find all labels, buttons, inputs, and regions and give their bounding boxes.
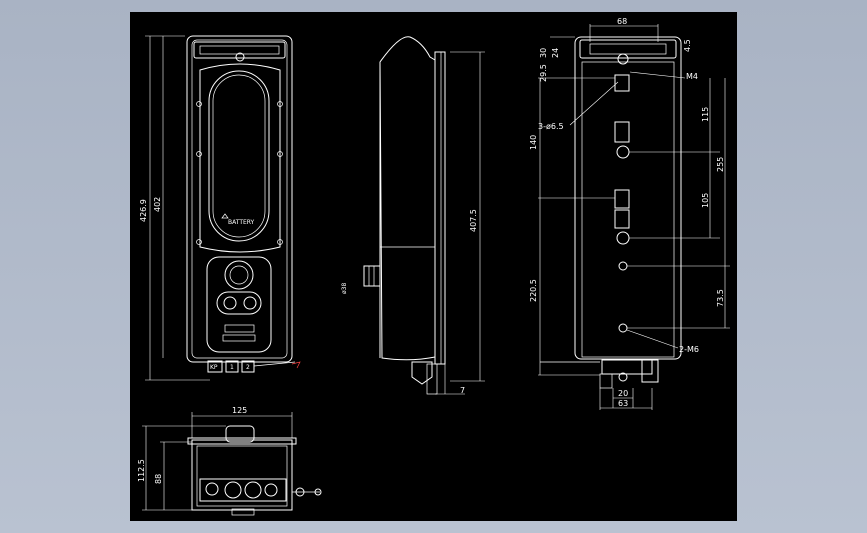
dim-bottom-112-5: 112.5 <box>137 459 146 482</box>
front-body-inner <box>191 39 288 359</box>
front-screw <box>196 151 202 157</box>
emergency-stop-cap <box>229 265 249 285</box>
bottom-foot <box>231 508 255 516</box>
front-button-pad <box>216 291 262 315</box>
dim-rear-24: 24 <box>551 48 560 58</box>
dim-side-height: 407.5 <box>469 209 478 232</box>
dim-rear-140: 140 <box>529 135 538 150</box>
dim-rear-top-width: 68 <box>617 17 627 26</box>
rear-bottom-block <box>601 359 653 375</box>
front-control-panel <box>206 256 272 353</box>
rear-mount-1 <box>614 74 630 92</box>
bottom-gland-1 <box>205 482 219 496</box>
leader-m6 <box>626 329 679 349</box>
leader-m4 <box>629 71 686 79</box>
side-view: ø38 407.5 7 <box>341 36 485 395</box>
terminal-kp <box>207 360 223 373</box>
front-screw <box>196 101 202 107</box>
emergency-stop-button <box>224 260 254 290</box>
rear-hole-3 <box>616 231 630 245</box>
dim-rear-255: 255 <box>716 157 725 172</box>
front-handle-slot <box>199 45 280 55</box>
bottom-estop <box>225 425 255 443</box>
rear-foot <box>599 373 613 389</box>
terminal-1 <box>225 360 239 373</box>
side-body-outline <box>379 36 436 361</box>
start-button <box>223 296 237 310</box>
side-bracket <box>426 363 438 395</box>
bottom-body-outline <box>191 439 293 511</box>
cable-end <box>291 361 301 369</box>
rear-m6-hole-2 <box>618 323 628 333</box>
dim-front-body-height: 402 <box>153 197 162 212</box>
drawing-canvas: BATTERY KP 1 2 426.9 402 <box>130 12 737 521</box>
bottom-gland-4 <box>264 483 278 497</box>
front-screw <box>277 151 283 157</box>
dim-rear-30: 30 <box>539 48 548 58</box>
terminal-1-label: 1 <box>230 364 234 371</box>
dim-rear-220-5: 220.5 <box>529 279 538 302</box>
rear-mount-2 <box>614 121 630 143</box>
side-foot <box>411 361 433 385</box>
dim-rear-20: 20 <box>618 389 628 398</box>
rear-hole-2 <box>616 145 630 159</box>
front-nameplate <box>224 324 255 333</box>
rear-mount-3 <box>614 189 630 209</box>
dim-rear-115: 115 <box>701 107 710 122</box>
leader-holes <box>569 81 619 126</box>
front-brand-plate <box>222 334 256 342</box>
dim-bottom-88: 88 <box>154 474 163 484</box>
stop-button <box>243 296 257 310</box>
dim-rear-4-5: 4.5 <box>683 39 692 52</box>
terminal-2-label: 2 <box>246 364 250 371</box>
rear-gland <box>641 359 659 383</box>
rear-view: 68 30 24 29.5 4.5 M4 3-ø6.5 140 220.5 11… <box>529 17 730 410</box>
rear-body-inner <box>581 61 675 358</box>
cable-gland <box>363 265 381 287</box>
dim-bottom-width: 125 <box>232 406 247 415</box>
front-handle <box>193 41 286 59</box>
terminal-kp-label: KP <box>210 364 218 371</box>
dim-rear-m6: 2-M6 <box>679 345 699 354</box>
front-screw <box>277 239 283 245</box>
dim-foot: 7 <box>460 386 465 395</box>
front-oval-window <box>208 70 270 242</box>
terminal-2 <box>241 360 255 373</box>
front-oval-window-inner <box>212 74 266 238</box>
dim-rear-29-5: 29.5 <box>539 64 548 82</box>
dim-rear-m4: M4 <box>686 72 698 81</box>
front-body-outline <box>186 35 293 363</box>
bottom-top-flange <box>187 437 297 445</box>
front-screw <box>196 239 202 245</box>
bottom-view: 125 112.5 88 <box>137 406 322 516</box>
bottom-gland-strip <box>199 478 287 502</box>
front-screw <box>277 101 283 107</box>
dim-cable-diameter: ø38 <box>341 283 348 294</box>
rear-handle <box>579 39 677 59</box>
bottom-body-inner <box>196 445 288 507</box>
front-screw-top <box>235 52 245 62</box>
dim-rear-73-5: 73.5 <box>716 289 725 307</box>
side-backplate <box>434 51 446 365</box>
rear-m6-hole-1 <box>618 261 628 271</box>
technical-drawing: BATTERY KP 1 2 426.9 402 <box>137 17 730 516</box>
bottom-gland-2 <box>224 481 242 499</box>
dim-front-total-height: 426.9 <box>139 199 148 222</box>
bottom-cable-end <box>314 488 322 496</box>
rear-handle-slot <box>589 43 667 55</box>
rear-bottom-hole <box>618 372 628 382</box>
front-view: BATTERY KP 1 2 426.9 402 <box>139 35 301 381</box>
dim-rear-holes: 3-ø6.5 <box>538 122 564 131</box>
rear-hang-hole <box>617 53 629 65</box>
front-brand-label: BATTERY <box>228 219 255 226</box>
front-bay-frame <box>199 63 281 253</box>
warning-icon <box>221 213 229 219</box>
dim-rear-63: 63 <box>618 399 628 408</box>
bottom-gland-3 <box>244 481 262 499</box>
cable-lead <box>253 361 296 367</box>
dim-rear-105: 105 <box>701 193 710 208</box>
rear-mount-3b <box>614 209 630 229</box>
